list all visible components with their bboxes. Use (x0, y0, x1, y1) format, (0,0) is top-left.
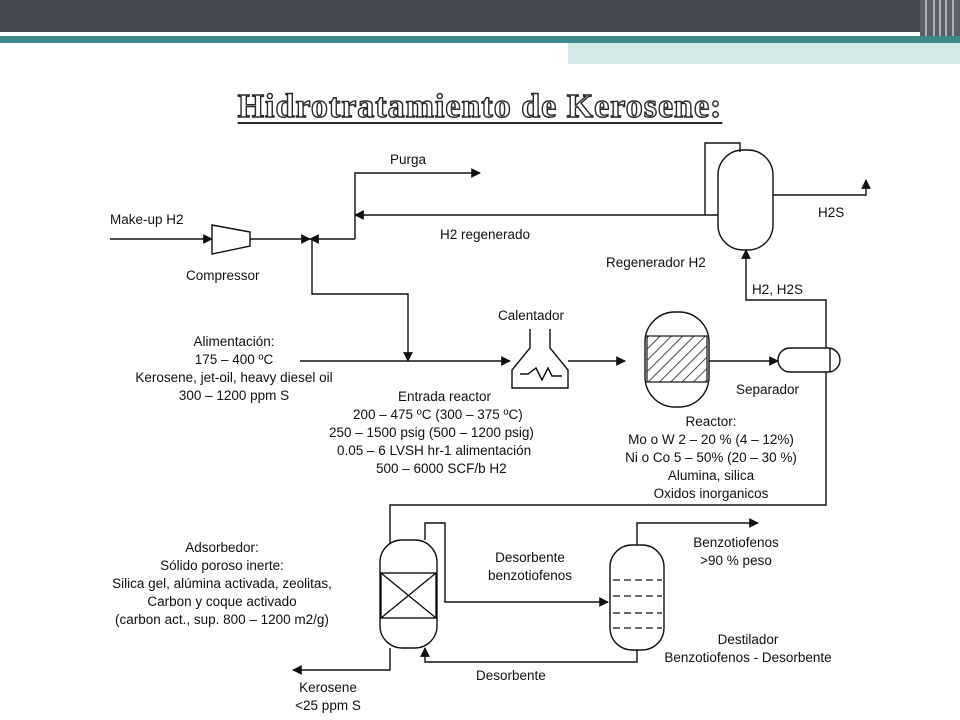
label-calentador: Calentador (498, 308, 565, 323)
separador-vessel (777, 347, 841, 373)
benzotiofenos-line: >90 % peso (700, 553, 772, 568)
slide-top-bar (0, 0, 960, 32)
label-regenerador: Regenerador H2 (606, 255, 706, 270)
label-separador: Separador (736, 382, 800, 397)
kerosene-out-line: <25 ppm S (295, 698, 361, 713)
reactor-line: Alumina, silica (668, 468, 755, 483)
alimentacion-line: 175 – 400 ºC (195, 352, 274, 367)
desorbente-benzo-line: Desorbente (495, 550, 565, 565)
label-h2-h2s: H2, H2S (752, 282, 803, 297)
reactor-line: Ni o Co 5 – 50% (20 – 30 %) (625, 450, 797, 465)
slide-accent-bar (0, 36, 960, 43)
adsorbedor-line: Sólido poroso inerte: (160, 558, 284, 573)
label-purga: Purga (390, 152, 427, 167)
h2s-vent-line (773, 179, 871, 196)
entrada-reactor-line: 200 – 475 ºC (300 – 375 ºC) (353, 407, 523, 422)
desorbente-benzo-text: Desorbente benzotiofenos (488, 550, 572, 583)
label-makeup-h2: Make-up H2 (110, 212, 184, 227)
slide-accent-tab (568, 43, 960, 64)
adsorbedor-line: Silica gel, alúmina activada, zeolitas, (112, 576, 332, 591)
reactor-line: Oxidos inorganicos (654, 486, 769, 501)
desorbente-benzo-line (424, 522, 609, 607)
kerosene-out-text: Kerosene <25 ppm S (295, 680, 361, 713)
entrada-reactor-line: 250 – 1500 psig (500 – 1200 psig) (329, 425, 534, 440)
adsorbedor-line: (carbon act., sup. 800 – 1200 m2/g) (115, 612, 329, 627)
desorbente-benzo-line: benzotiofenos (488, 568, 572, 583)
entrada-reactor-text: Entrada reactor 200 – 475 ºC (300 – 375 … (329, 389, 534, 476)
reactor-line: Mo o W 2 – 20 % (4 – 12%) (628, 432, 794, 447)
adsorbedor-text: Adsorbedor: Sólido poroso inerte: Silica… (112, 540, 332, 627)
benzotiofenos-line: Benzotiofenos (693, 535, 779, 550)
alimentacion-text: Alimentación: 175 – 400 ºC Kerosene, jet… (135, 334, 332, 403)
regenerador-vessel (717, 149, 774, 251)
regen-top-line (704, 142, 741, 215)
reactor-catalyst-bed (646, 335, 708, 383)
label-h2s: H2S (818, 205, 844, 220)
destilador-vessel (609, 544, 665, 651)
entrada-reactor-line: 0.05 – 6 LVSH hr-1 alimentación (337, 443, 531, 458)
alimentacion-line: 300 – 1200 ppm S (179, 388, 289, 403)
kerosene-to-adsorber-line (385, 372, 827, 556)
reactor-line: Reactor: (685, 414, 736, 429)
kerosene-out-line (292, 648, 391, 675)
label-h2-regenerado: H2 regenerado (440, 227, 530, 242)
destilador-line: Benzotiofenos - Desorbente (664, 650, 831, 665)
reactor-text: Reactor: Mo o W 2 – 20 % (4 – 12%) Ni o … (625, 414, 797, 501)
h2-to-feed-line (311, 239, 413, 362)
slide-title: Hidrotratamiento de Kerosene: (237, 87, 723, 125)
entrada-reactor-line: 500 – 6000 SCF/b H2 (376, 461, 507, 476)
adsorbedor-line: Adsorbedor: (185, 540, 259, 555)
kerosene-out-line: Kerosene (299, 680, 357, 695)
desorbente-return-line (420, 647, 638, 663)
label-desorbente: Desorbente (476, 668, 546, 683)
label-compressor: Compressor (186, 268, 260, 283)
benzotiofenos-out-line (636, 518, 759, 545)
alimentacion-line: Kerosene, jet-oil, heavy diesel oil (135, 370, 332, 385)
entrada-reactor-line: Entrada reactor (398, 389, 492, 404)
heater-coil-icon (520, 366, 562, 382)
destilador-line: Destilador (718, 632, 779, 647)
alimentacion-line: Alimentación: (193, 334, 274, 349)
calentador-symbol (511, 329, 569, 389)
adsorbedor-line: Carbon y coque activado (147, 594, 296, 609)
benzotiofenos-text: Benzotiofenos >90 % peso (693, 535, 779, 568)
adsorber-bed-cross-2 (380, 572, 437, 619)
destilador-text: Destilador Benzotiofenos - Desorbente (664, 632, 831, 665)
compressor-symbol (211, 224, 251, 255)
h2-h2s-line (741, 249, 827, 348)
